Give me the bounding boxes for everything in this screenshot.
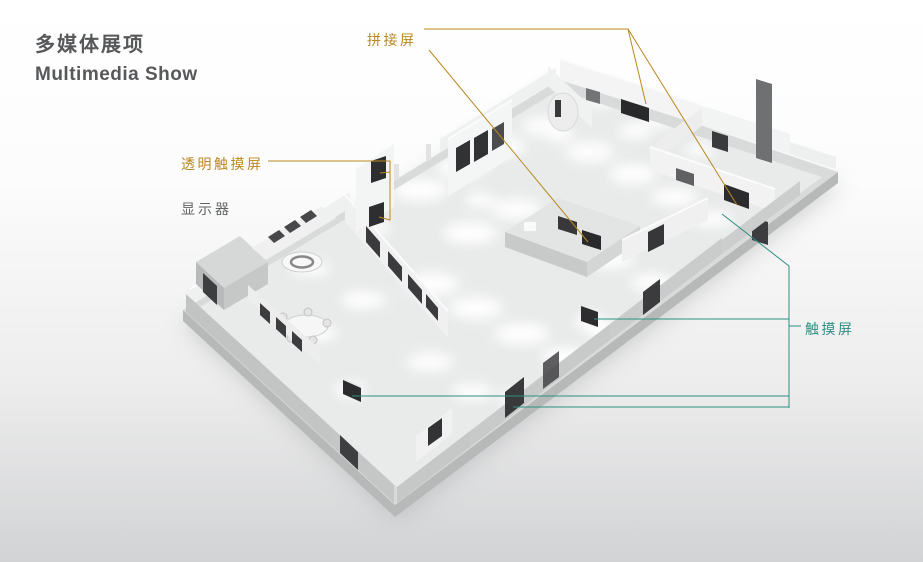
page-title-cn: 多媒体展项: [35, 34, 145, 56]
perimeter-wall-southeast: [397, 181, 800, 503]
monitor-a: [456, 140, 470, 172]
transparent-touch-wall: [355, 142, 395, 232]
transparent-touch-screen-lower: [369, 202, 384, 227]
label-splice-screen: 拼接屏: [367, 32, 417, 48]
central-island: [505, 198, 640, 277]
perimeter-wall-northeast: [559, 58, 836, 169]
splice-screen-right: [724, 184, 749, 209]
label-transparent-touch-screen: 透明触摸屏: [181, 156, 264, 172]
splice-screen-island: [582, 230, 601, 250]
top-rooms: [547, 66, 702, 160]
touch-kiosk-center: [581, 306, 598, 327]
leader-lines-transparent-touch: [268, 160, 391, 221]
label-touch-screen: 触摸屏: [805, 321, 855, 337]
leader-lines-touch-screen: [352, 213, 801, 408]
mid-partition: [621, 197, 709, 262]
page-title: 多媒体展项 Multimedia Show: [35, 28, 198, 86]
leader-lines-splice-screen: [424, 28, 738, 243]
perimeter-wall-southwest: [186, 294, 394, 503]
leader-lines: [268, 28, 801, 408]
curved-kiosk: [547, 92, 579, 132]
touch-screen-wall-panel: [505, 377, 524, 418]
splice-screen-wall: [621, 99, 649, 122]
transparent-touch-screen-upper: [371, 156, 386, 183]
entrance-block: [196, 236, 268, 310]
shelf-partition-wall: [344, 194, 449, 338]
round-table-1: [281, 251, 323, 273]
monitor-b: [474, 130, 488, 162]
label-monitor: 显示器: [181, 201, 232, 217]
left-room-furniture: [248, 206, 336, 364]
touch-kiosks: [343, 306, 598, 462]
dark-wall-panel: [756, 79, 772, 163]
monitor-wall: [447, 99, 513, 196]
page-title-en: Multimedia Show: [35, 64, 198, 85]
